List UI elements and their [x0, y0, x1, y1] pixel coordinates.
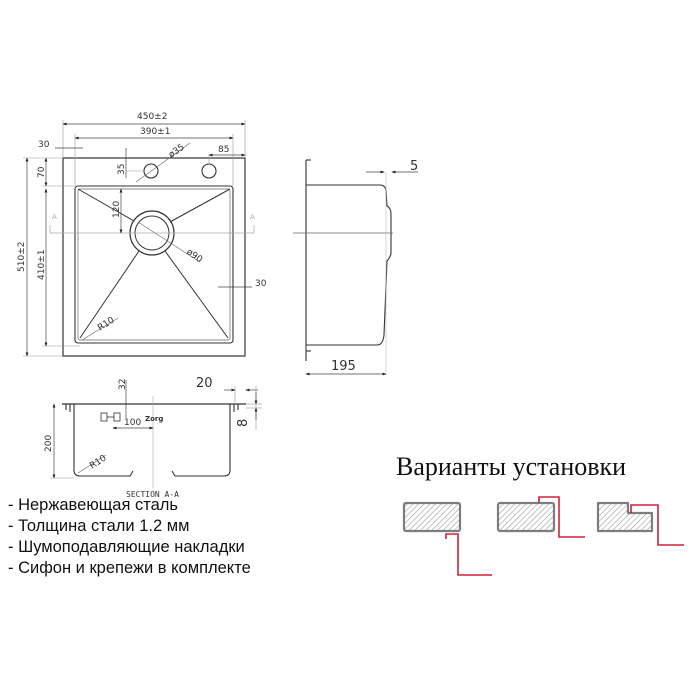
section-view-labels: 32 100 20 8 200 R10 Zorg SECTION A-A [44, 376, 251, 499]
install-option-flush [596, 501, 684, 546]
install-option-undermount [402, 501, 492, 576]
top-view-labels: 450±2 390±1 30 85 35 ø35 70 510±2 410±1 … [17, 112, 267, 334]
dim-lip: 5 [410, 159, 418, 174]
top-view [23, 120, 255, 357]
installation-title: Варианты установки [396, 452, 627, 481]
dim-overall-width: 450±2 [137, 112, 167, 122]
dim-front-rim: 70 [37, 166, 47, 178]
section-marker-left: A [52, 213, 57, 221]
feature-item: - Шумоподавляющие накладки [8, 538, 245, 556]
side-view-labels: 5 195 [331, 159, 418, 374]
dim-corner-radius: R10 [96, 315, 117, 333]
dim-drain-offset: 120 [112, 201, 122, 218]
feature-item: - Толщина стали 1.2 мм [8, 517, 190, 535]
section-view [50, 380, 262, 488]
dim-bowl-depth: 410±1 [37, 250, 47, 280]
dim-bowl-height: 200 [44, 435, 54, 452]
section-marker-right: A [250, 213, 255, 221]
brand-logo: Zorg [145, 415, 163, 423]
side-view [293, 159, 418, 376]
feature-item: - Сифон и крепежи в комплекте [8, 559, 251, 577]
dim-section-radius: R10 [88, 453, 109, 471]
dim-rim-height: 8 [236, 419, 251, 427]
dim-edge-offset: 30 [38, 140, 50, 150]
feature-item: - Нержавеющая сталь [8, 496, 178, 514]
dim-overflow-spacing: 100 [124, 418, 141, 428]
dim-overflow-offset: 32 [118, 379, 128, 390]
dim-tap-hole-y: 35 [117, 164, 127, 175]
dim-overall-depth: 510±2 [17, 242, 27, 272]
section-label: SECTION A-A [126, 490, 179, 499]
dim-second-hole: 85 [218, 145, 229, 155]
dim-bowl-width: 390±1 [140, 127, 170, 137]
dim-rim-width: 20 [196, 376, 213, 391]
dim-side-rim: 30 [255, 279, 267, 289]
dim-side-depth: 195 [331, 359, 356, 374]
dim-drain-diameter: ø90 [184, 247, 204, 265]
feature-list: - Нержавеющая сталь - Толщина стали 1.2 … [8, 495, 251, 579]
install-option-overmount [496, 496, 585, 538]
